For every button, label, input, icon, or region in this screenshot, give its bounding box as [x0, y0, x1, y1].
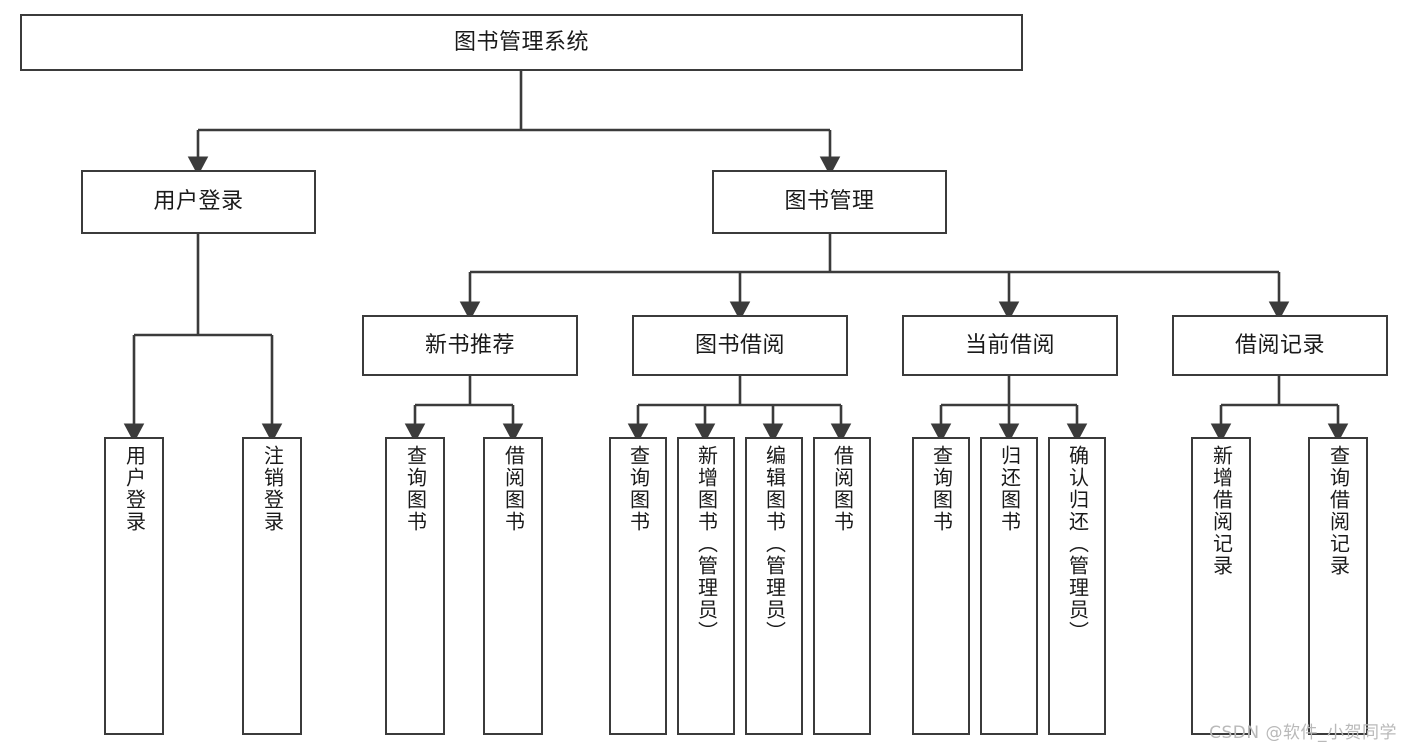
leaf-recommend-query-book[interactable]: 查询图书 — [385, 437, 445, 735]
node-new-book-recommend[interactable]: 新书推荐 — [362, 315, 578, 376]
node-borrow-record[interactable]: 借阅记录 — [1172, 315, 1388, 376]
leaf-user-login-signin[interactable]: 用户登录 — [104, 437, 164, 735]
leaf-borrow-edit-book-admin[interactable]: 编辑图书（管理员） — [745, 437, 803, 735]
node-label: 新书推荐 — [424, 332, 515, 358]
node-label: 借阅图书 — [501, 445, 526, 533]
node-label: 用户登录 — [153, 189, 244, 215]
node-label: 编辑图书（管理员） — [762, 445, 787, 643]
node-label: 借阅记录 — [1234, 332, 1325, 358]
leaf-current-query-book[interactable]: 查询图书 — [912, 437, 970, 735]
node-current-borrow[interactable]: 当前借阅 — [902, 315, 1118, 376]
leaf-record-query-record[interactable]: 查询借阅记录 — [1308, 437, 1368, 735]
node-label: 借阅图书 — [830, 445, 855, 533]
leaf-user-login-signout[interactable]: 注销登录 — [242, 437, 302, 735]
node-label: 图书借阅 — [694, 332, 785, 358]
node-label: 查询图书 — [929, 445, 954, 533]
node-label: 查询借阅记录 — [1326, 445, 1351, 577]
leaf-borrow-borrow-book[interactable]: 借阅图书 — [813, 437, 871, 735]
node-label: 用户登录 — [122, 445, 147, 533]
node-label: 图书管理 — [784, 189, 875, 215]
csdn-watermark: CSDN @软件_小贺同学 — [1209, 723, 1397, 743]
node-label: 归还图书 — [997, 445, 1022, 533]
leaf-recommend-borrow-book[interactable]: 借阅图书 — [483, 437, 543, 735]
node-label: 图书管理系统 — [453, 29, 589, 55]
node-label: 确认归还（管理员） — [1065, 445, 1090, 643]
node-book-management[interactable]: 图书管理 — [712, 170, 947, 234]
node-label: 查询图书 — [403, 445, 428, 533]
node-label: 查询图书 — [626, 445, 651, 533]
node-user-login[interactable]: 用户登录 — [81, 170, 316, 234]
leaf-current-confirm-return-admin[interactable]: 确认归还（管理员） — [1048, 437, 1106, 735]
leaf-borrow-query-book[interactable]: 查询图书 — [609, 437, 667, 735]
node-root-system[interactable]: 图书管理系统 — [20, 14, 1023, 71]
node-label: 注销登录 — [260, 445, 285, 533]
leaf-borrow-add-book-admin[interactable]: 新增图书（管理员） — [677, 437, 735, 735]
node-label: 新增图书（管理员） — [694, 445, 719, 643]
node-book-borrow[interactable]: 图书借阅 — [632, 315, 848, 376]
node-label: 当前借阅 — [964, 332, 1055, 358]
leaf-record-add-record[interactable]: 新增借阅记录 — [1191, 437, 1251, 735]
leaf-current-return-book[interactable]: 归还图书 — [980, 437, 1038, 735]
node-label: 新增借阅记录 — [1209, 445, 1234, 577]
